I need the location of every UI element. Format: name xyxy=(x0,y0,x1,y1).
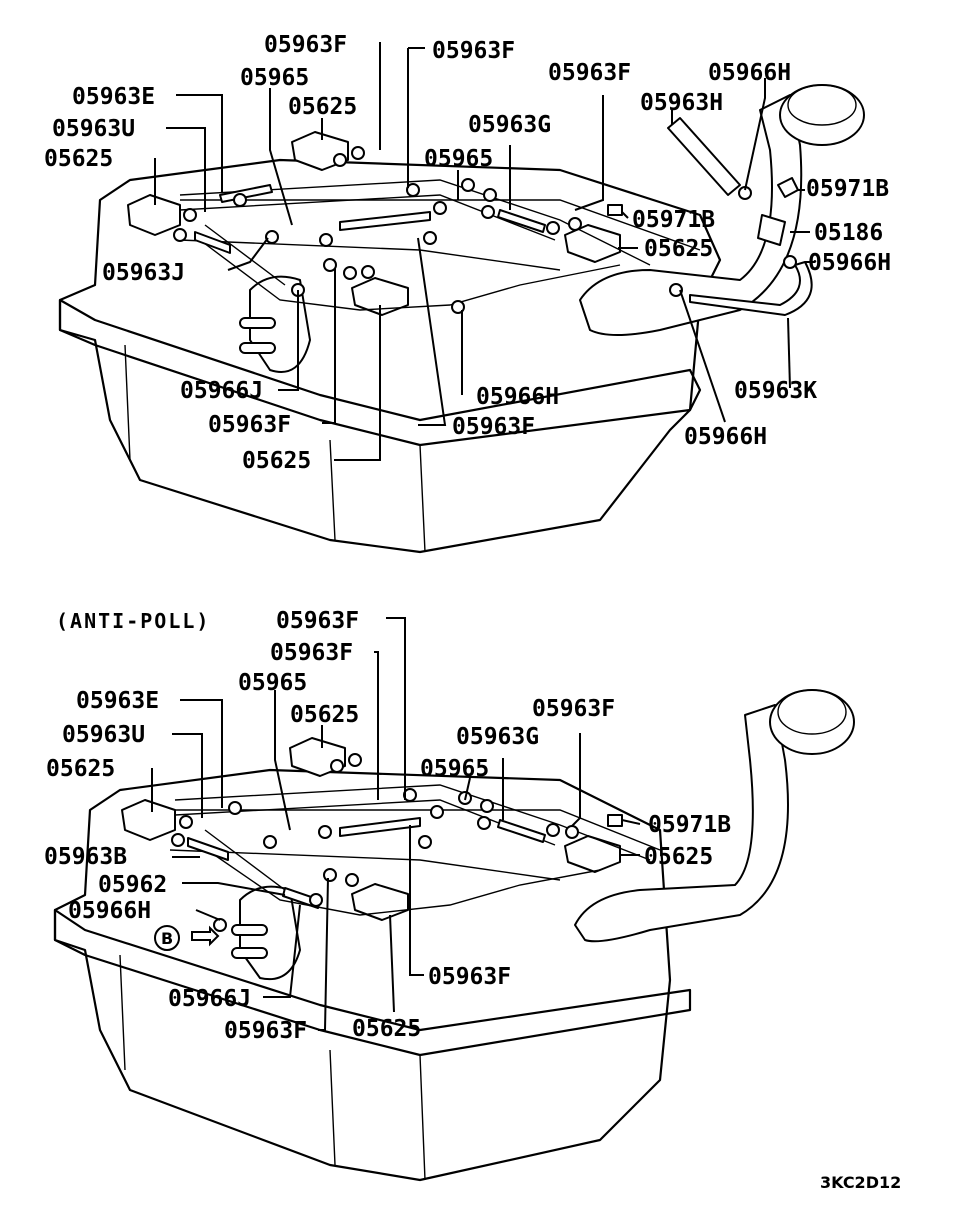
upper-tank-seam xyxy=(124,344,426,553)
upper-part-labels: 05963F 05963F 05963E 05965 05625 05963F … xyxy=(44,32,891,474)
lower-valve-left xyxy=(121,799,176,841)
lower-label-05625-left: 05625 xyxy=(46,756,115,782)
lower-label-05963B: 05963B xyxy=(44,844,127,870)
lower-hose-right xyxy=(497,819,546,843)
lower-label-05625-right: 05625 xyxy=(644,844,713,870)
upper-label-05186: 05186 xyxy=(814,220,883,246)
upper-label-05966J: 05966J xyxy=(180,378,263,404)
upper-fuel-tank-assembly: 05963F 05963F 05963E 05965 05625 05963F … xyxy=(44,32,891,554)
upper-hose-mid xyxy=(339,211,431,231)
upper-label-05963U: 05963U xyxy=(52,116,135,142)
upper-label-05963F-lower-center: 05963F xyxy=(452,414,535,440)
lower-label-05971B: 05971B xyxy=(648,812,731,838)
upper-label-05963F-top: 05963F xyxy=(264,32,347,58)
lower-vapor-lines xyxy=(174,784,651,916)
lower-leader-lines xyxy=(151,617,641,1031)
view-marker-circle xyxy=(154,925,180,951)
lower-filler-cap xyxy=(769,689,855,755)
upper-label-05963G: 05963G xyxy=(468,112,551,138)
lower-label-05966J: 05966J xyxy=(168,986,251,1012)
upper-label-05625-top: 05625 xyxy=(288,94,357,120)
lower-clamps xyxy=(171,753,579,932)
upper-hose-05963J xyxy=(194,231,231,254)
anti-poll-label: (ANTI-POLL) xyxy=(56,609,210,633)
upper-label-05625-bottom: 05625 xyxy=(242,448,311,474)
upper-vapor-lines xyxy=(179,179,651,311)
upper-leader-lines xyxy=(154,42,815,461)
lower-label-05963G: 05963G xyxy=(456,724,539,750)
upper-label-05966H-lower-right: 05966H xyxy=(684,424,767,450)
upper-label-05963H: 05963H xyxy=(640,90,723,116)
lower-label-05625-top: 05625 xyxy=(290,702,359,728)
lower-hose-mid xyxy=(339,817,421,837)
upper-clamps xyxy=(173,146,797,314)
upper-label-05963F-top-right: 05963F xyxy=(432,38,515,64)
lower-label-05963F-second: 05963F xyxy=(270,640,353,666)
upper-label-05966H-right: 05966H xyxy=(808,250,891,276)
lower-label-05625-bottom: 05625 xyxy=(352,1016,421,1042)
lower-hose-05963B xyxy=(187,837,229,861)
lower-label-05963F-right: 05963F xyxy=(532,696,615,722)
upper-label-05625-left: 05625 xyxy=(44,146,113,172)
view-marker-letter: B xyxy=(161,929,173,948)
lower-label-05963U: 05963U xyxy=(62,722,145,748)
upper-valve-center xyxy=(351,277,409,316)
lower-part-labels: 05963F 05963F 05965 05963E 05963F 05625 … xyxy=(44,608,731,1044)
upper-hose-right xyxy=(497,209,546,233)
view-marker-arrow xyxy=(191,925,220,947)
lower-bolt-05971B xyxy=(607,814,623,827)
lower-filler-neck xyxy=(574,704,789,943)
upper-label-05963J: 05963J xyxy=(102,260,185,286)
lower-tank-rib xyxy=(169,809,661,881)
lower-fuel-tank-assembly: (ANTI-POLL) B xyxy=(44,608,855,1182)
upper-label-05966H-bottom: 05966H xyxy=(476,384,559,410)
upper-valve-right xyxy=(564,224,621,263)
upper-label-05971B-center: 05971B xyxy=(632,207,715,233)
diagram-code: 3KC2D12 xyxy=(820,1173,901,1192)
upper-label-05963K: 05963K xyxy=(734,378,817,404)
lower-label-05962: 05962 xyxy=(98,872,167,898)
upper-valve-left xyxy=(127,194,181,236)
upper-hose-05963E xyxy=(219,184,273,203)
upper-label-05963F-lower-left: 05963F xyxy=(208,412,291,438)
upper-label-05966H-top: 05966H xyxy=(708,60,791,86)
lower-label-05963F-bottom-center: 05963F xyxy=(428,964,511,990)
lower-label-05963F-bottom-left: 05963F xyxy=(224,1018,307,1044)
lower-label-05963E: 05963E xyxy=(76,688,159,714)
upper-label-05963F-right: 05963F xyxy=(548,60,631,86)
lower-tank-body xyxy=(53,768,672,1182)
upper-label-05963E: 05963E xyxy=(72,84,155,110)
upper-label-05965-left: 05965 xyxy=(240,65,309,91)
upper-label-05971B-right: 05971B xyxy=(806,176,889,202)
lower-tank-seam xyxy=(119,954,426,1181)
lower-label-05965-left: 05965 xyxy=(238,670,307,696)
upper-tank-flange xyxy=(58,298,702,447)
upper-label-05965-right: 05965 xyxy=(424,146,493,172)
upper-hose-05963H xyxy=(667,117,741,196)
upper-bolt-05971B-center xyxy=(607,204,623,216)
lower-tank-flange xyxy=(53,908,692,1057)
lower-label-05965-right: 05965 xyxy=(420,756,489,782)
lower-label-05963F-top: 05963F xyxy=(276,608,359,634)
upper-label-05625-right: 05625 xyxy=(644,236,713,262)
upper-canister-05186 xyxy=(757,214,786,246)
lower-valve-right xyxy=(564,835,621,873)
lower-label-05966H: 05966H xyxy=(68,898,151,924)
